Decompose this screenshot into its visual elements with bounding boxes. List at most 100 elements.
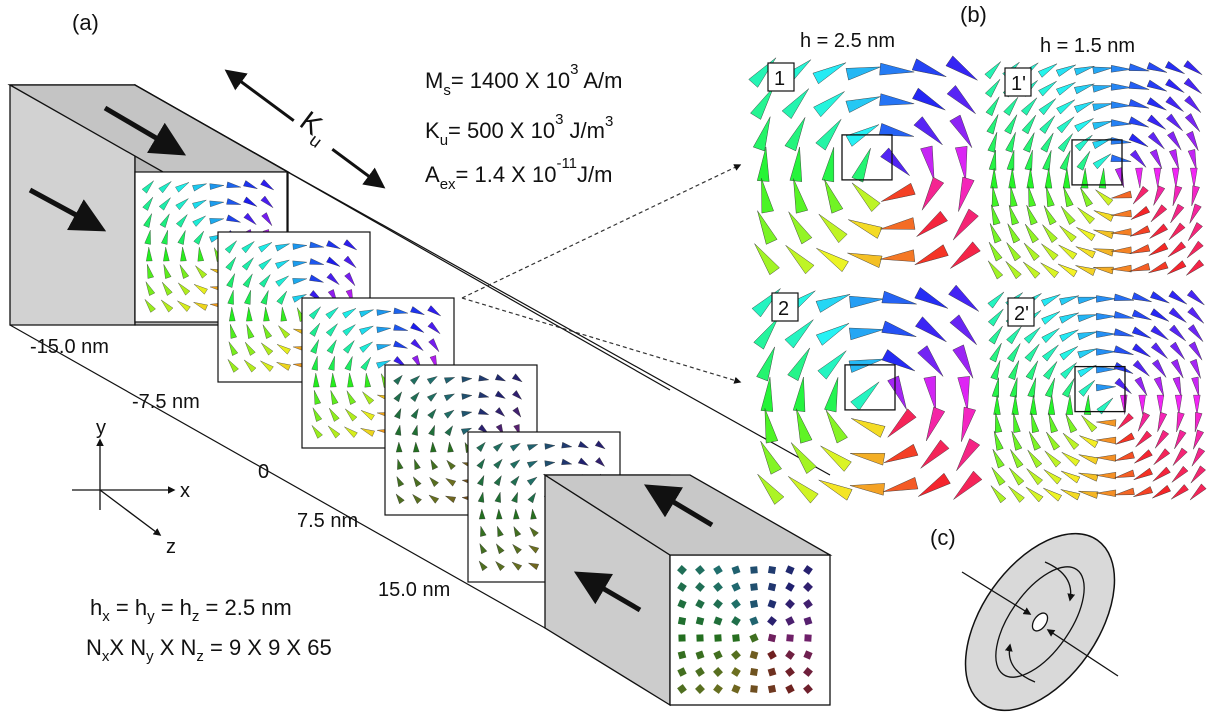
zoom-vector — [756, 346, 775, 382]
zoom-vector — [1110, 65, 1132, 73]
zoom-vector — [881, 182, 916, 202]
zoom-vector — [1187, 222, 1203, 241]
zoom-panel-1: 1 — [748, 55, 981, 276]
zoom-vector — [1165, 78, 1185, 93]
vector-arrow — [394, 424, 402, 436]
vector-arrow — [527, 444, 539, 451]
vector-square — [695, 599, 705, 609]
vector-square — [677, 650, 687, 660]
zoom-vector — [1055, 64, 1076, 77]
vector-arrow — [511, 561, 523, 571]
zoom-vector — [1077, 207, 1095, 225]
zoom-vector — [845, 96, 881, 113]
zoom-vector — [990, 168, 998, 189]
vector-arrow — [278, 325, 291, 339]
right-block-front-face — [669, 554, 831, 706]
vector-arrow — [209, 200, 224, 208]
zoom-vector — [878, 123, 914, 137]
zoom-vector — [921, 176, 945, 211]
zoom-vector — [914, 287, 949, 309]
zoom-vector — [1083, 395, 1092, 415]
core-highlight-box — [1074, 365, 1126, 413]
zoom-vector — [915, 316, 947, 343]
vector-arrow — [147, 264, 154, 279]
zoom-vector — [1167, 241, 1187, 258]
vector-arrow — [161, 299, 174, 313]
zoom-vector — [1174, 429, 1187, 449]
vector-arrow — [461, 376, 473, 383]
zoom-vector — [1149, 149, 1163, 170]
zoom-vector — [756, 146, 770, 182]
zoom-vector — [1191, 185, 1200, 207]
zoom-vector — [824, 377, 839, 413]
zoom-vector — [1045, 186, 1055, 208]
vector-arrow — [176, 214, 188, 228]
vector-arrow — [393, 340, 408, 349]
zoom-vector — [1081, 415, 1098, 433]
zoom-vector — [1078, 380, 1095, 397]
vector-arrow — [195, 265, 208, 279]
zoom-vector — [1027, 377, 1037, 398]
zoom-vector — [1152, 484, 1171, 499]
zoom-vector — [988, 325, 1003, 345]
zoom-vector — [1153, 376, 1165, 397]
zoom-vector — [1096, 330, 1116, 338]
vector-arrow — [330, 390, 339, 405]
zoom-vector — [1006, 326, 1022, 345]
core-highlight-box — [844, 364, 896, 411]
zoom-vector — [1130, 225, 1151, 237]
vector-arrow — [493, 458, 503, 469]
vector-arrow — [260, 360, 274, 372]
zoom-vector — [1133, 467, 1153, 480]
vector-arrow — [410, 391, 420, 402]
zoom-vector — [1029, 431, 1041, 451]
vector-square — [749, 650, 759, 660]
vector-square — [785, 616, 795, 626]
vector-arrow — [344, 272, 356, 286]
zoom-vector — [1187, 324, 1204, 342]
vector-arrow — [311, 425, 323, 439]
zoom-vector — [1058, 244, 1078, 260]
zoom-vector — [1111, 264, 1132, 273]
vector-square — [713, 650, 723, 660]
core-arrow-in — [961, 571, 1032, 615]
vector-arrow — [393, 307, 408, 314]
zoom-vector — [1043, 361, 1058, 380]
zoom-vector — [1092, 153, 1112, 170]
zoom-vector — [1057, 133, 1073, 153]
vector-square — [678, 634, 686, 642]
zoom-vector — [1168, 290, 1188, 305]
vector-arrow — [359, 341, 373, 353]
position-label-3: 0 — [258, 461, 269, 483]
vector-arrow — [364, 372, 371, 388]
vector-arrow — [511, 491, 518, 503]
zoom-vector — [847, 252, 883, 268]
zoom-vector — [849, 295, 885, 309]
zoom-vector — [881, 290, 917, 305]
vector-arrow — [479, 543, 488, 555]
vector-square — [803, 616, 813, 626]
zoom-vector — [949, 314, 977, 345]
vector-arrow — [192, 199, 207, 209]
zoom-vector — [989, 223, 1002, 244]
vector-arrow — [528, 545, 540, 554]
mesh-count-text: NxX Ny X Nz = 9 X 9 X 65 — [86, 635, 332, 665]
zoom-vector — [1138, 394, 1146, 415]
vector-arrow — [509, 443, 521, 452]
vector-square — [731, 582, 741, 592]
vector-arrow — [241, 241, 255, 254]
vector-arrow — [309, 323, 320, 337]
zoom-vector — [1013, 412, 1021, 433]
zoom-vector — [1026, 205, 1038, 226]
zoom-vector — [1078, 490, 1099, 499]
zoom-vector — [1150, 325, 1169, 341]
zoom-vector — [1044, 377, 1055, 398]
vector-square — [767, 582, 777, 592]
zoom-vector — [1040, 262, 1059, 279]
vector-arrow — [544, 443, 556, 450]
vector-arrow — [427, 305, 441, 317]
zoom-panel-tag: 1 — [767, 62, 795, 92]
zoom-vector — [1098, 168, 1107, 189]
zoom-vector — [1164, 61, 1185, 74]
